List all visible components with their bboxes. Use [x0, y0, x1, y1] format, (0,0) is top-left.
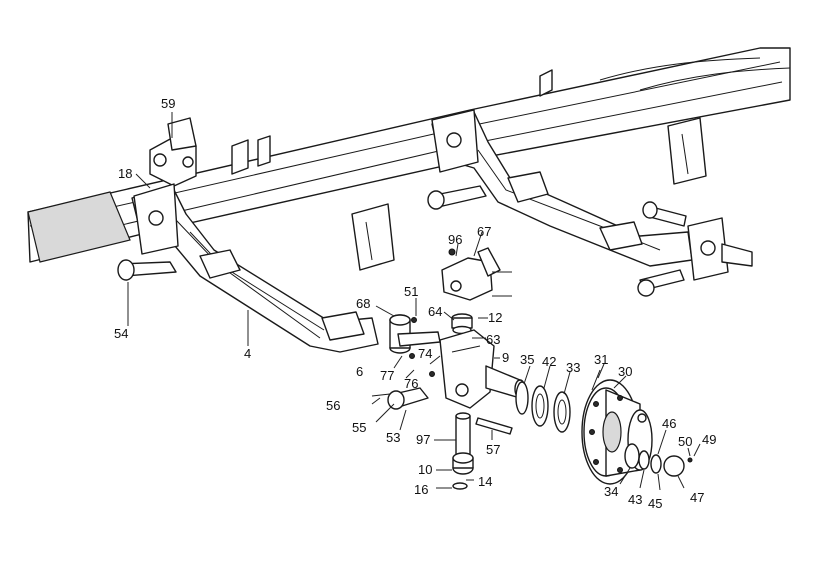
label-30: 30 — [618, 364, 632, 379]
label-47: 47 — [690, 490, 704, 505]
wheel-hub-30 — [581, 369, 653, 485]
knuckle-right-background — [687, 217, 753, 281]
steering-knuckle-upper — [441, 247, 512, 301]
label-9: 9 — [502, 350, 509, 365]
label-76: 76 — [404, 376, 418, 391]
part-labels: 59 18 54 4 96 67 68 51 64 12 63 74 9 35 … — [114, 96, 716, 511]
label-56: 56 — [326, 398, 340, 413]
chassis-frame — [27, 47, 791, 263]
label-34: 34 — [604, 484, 618, 499]
label-35: 35 — [520, 352, 534, 367]
label-59: 59 — [161, 96, 175, 111]
frame-bracket-right — [667, 117, 707, 185]
label-51: 51 — [404, 284, 418, 299]
label-54: 54 — [114, 326, 128, 341]
label-12: 12 — [488, 310, 502, 325]
label-50: 50 — [678, 434, 692, 449]
label-96: 96 — [448, 232, 462, 247]
steering-arm-left-background — [117, 259, 177, 281]
steering-arm-right-background — [427, 185, 687, 297]
label-46: 46 — [662, 416, 676, 431]
label-53: 53 — [386, 430, 400, 445]
tie-rod-end — [371, 248, 513, 435]
spring-bracket-59 — [149, 117, 197, 187]
label-43: 43 — [628, 492, 642, 507]
label-67: 67 — [477, 224, 491, 239]
hub-retention-parts — [624, 443, 693, 477]
label-10: 10 — [418, 462, 432, 477]
label-16: 16 — [414, 482, 428, 497]
label-6: 6 — [356, 364, 363, 379]
label-18: 18 — [118, 166, 132, 181]
label-74: 74 — [418, 346, 432, 361]
label-31: 31 — [594, 352, 608, 367]
front-axle-beam-left — [131, 183, 379, 353]
label-63: 63 — [486, 332, 500, 347]
front-axle-beam-right — [431, 109, 693, 267]
hub-seals-bearings — [515, 381, 571, 433]
label-4: 4 — [244, 346, 251, 361]
label-68: 68 — [356, 296, 370, 311]
label-45: 45 — [648, 496, 662, 511]
kingpin-97 — [452, 412, 474, 490]
label-33: 33 — [566, 360, 580, 375]
label-64: 64 — [428, 304, 442, 319]
leader-lines — [127, 112, 701, 491]
label-57: 57 — [486, 442, 500, 457]
frame-bracket-left — [351, 203, 395, 271]
label-97: 97 — [416, 432, 430, 447]
label-42: 42 — [542, 354, 556, 369]
label-55: 55 — [352, 420, 366, 435]
label-77: 77 — [380, 368, 394, 383]
label-49: 49 — [702, 432, 716, 447]
label-14: 14 — [478, 474, 492, 489]
steering-knuckle-main-9 — [439, 329, 526, 409]
